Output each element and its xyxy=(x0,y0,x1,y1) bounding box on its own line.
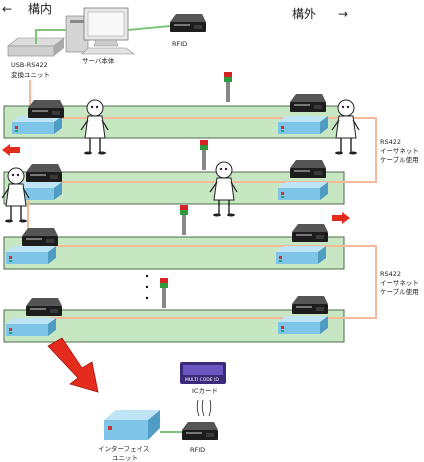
rfid-reader-bottom-icon xyxy=(182,422,218,440)
interface-unit-label-2: ユニット xyxy=(112,454,138,462)
big-down-arrow-icon xyxy=(47,337,99,393)
signal-tower-icon xyxy=(200,140,208,170)
rfid-reader-icon xyxy=(26,298,62,316)
rfid-top-label: RFID xyxy=(172,40,187,48)
usb-converter-label-2: 変換ユニット xyxy=(11,70,50,79)
signal-tower-icon xyxy=(180,205,188,235)
left-arrow-icon: ← xyxy=(2,2,12,16)
ic-card-icon xyxy=(180,362,226,384)
interface-unit-icon xyxy=(276,246,326,264)
rfid-bottom-label: RFID xyxy=(190,446,205,454)
continuation-dots xyxy=(145,274,149,300)
left-direction-arrow-icon xyxy=(2,144,20,156)
cable-server-rfid xyxy=(127,25,171,31)
radio-wave-icon xyxy=(196,399,212,417)
ic-card-label: ICカード xyxy=(192,387,218,395)
server-pc-icon xyxy=(65,7,135,55)
rs422-note-2-line3: ケーブル使用 xyxy=(380,287,419,296)
outside-label: 構外 xyxy=(292,7,316,21)
cable-usb-server xyxy=(35,29,66,44)
usb-converter-label-1: USB-RS422 xyxy=(11,61,48,69)
ic-card-text: MULTI CODE ID xyxy=(185,377,219,383)
right-direction-arrow-icon xyxy=(332,212,350,224)
rs422-note-1-line1: RS422 xyxy=(380,138,401,146)
rfid-reader-icon xyxy=(28,100,64,118)
rfid-reader-icon xyxy=(26,164,62,182)
rfid-reader-icon xyxy=(292,296,328,314)
rs422-note-2-line2: イーサネット xyxy=(380,279,419,287)
server-label: サーバ本体 xyxy=(82,56,115,65)
interface-unit-icon xyxy=(12,116,62,134)
rfid-reader-icon xyxy=(22,228,58,246)
inside-label: 構内 xyxy=(28,2,52,16)
interface-unit-icon xyxy=(278,316,328,334)
signal-tower-icon xyxy=(160,278,168,308)
right-arrow-icon: → xyxy=(338,7,348,21)
rfid-reader-top-icon xyxy=(170,14,206,32)
rs422-note-1-line2: イーサネット xyxy=(380,147,419,155)
interface-unit-icon xyxy=(6,318,56,336)
rs422-note-2-line1: RS422 xyxy=(380,270,401,278)
interface-unit-label-1: インターフェイス xyxy=(98,444,149,453)
interface-unit-icon xyxy=(278,182,328,200)
signal-tower-icon xyxy=(224,72,232,102)
interface-unit-icon xyxy=(6,246,56,264)
rfid-reader-icon xyxy=(290,160,326,178)
interface-unit-large-icon xyxy=(104,410,160,440)
rfid-reader-icon xyxy=(292,224,328,242)
interface-unit-icon xyxy=(278,116,328,134)
rs422-note-1-line3: ケーブル使用 xyxy=(380,155,419,164)
rfid-reader-icon xyxy=(290,94,326,112)
